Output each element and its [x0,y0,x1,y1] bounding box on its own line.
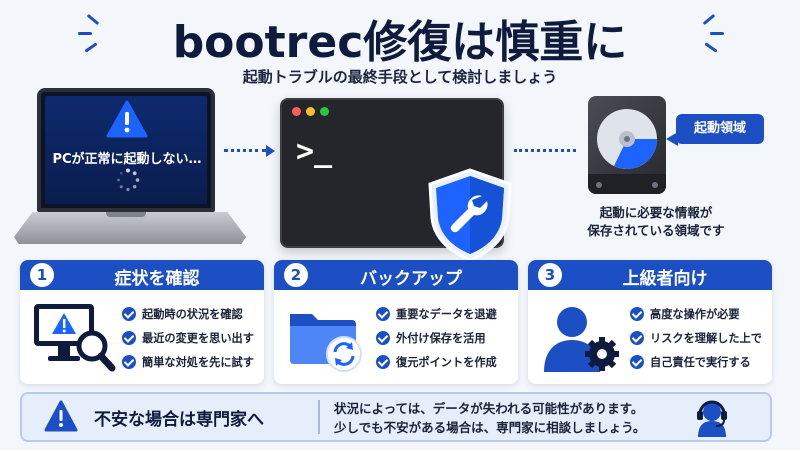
card-checklist: 重要なデータを退避 外付け保存を活用 復元ポイントを作成 [376,302,512,374]
page-subtitle: 起動トラブルの最終手段として検討しましょう [242,68,558,86]
spinner-icon [117,168,140,192]
list-item: 最近の変更を思い出す [122,326,258,350]
disk-caption: 起動に必要な情報が 保存されている領域です [556,204,756,240]
maximize-dot [320,107,329,116]
banner-text-line: 少しでも不安がある場合は、専門家に相談しましょう。 [334,420,646,435]
disk-caption-line: 起動に必要な情報が [599,205,713,220]
card-header: 2 バックアップ [274,260,518,290]
close-dot [292,107,301,116]
banner-text-line: 状況によっては、データが失われる可能性があります。 [334,401,644,416]
banner-title: 不安な場合は専門家へ [94,410,264,430]
check-icon [376,331,390,345]
flow-arrow-head [266,145,275,157]
list-item: 自己責任で実行する [630,350,766,374]
folder-sync-icon [290,314,362,372]
card-backup: 2 バックアップ 重要なデータを退避 外付け保存を活用 復元ポイントを作成 [274,260,518,384]
list-item-label: 簡単な対処を先に試す [142,356,254,369]
spark-decoration [78,32,92,35]
list-item-label: リスクを理解した上で [650,332,762,345]
spark-decoration [710,32,724,35]
check-icon [122,331,136,345]
check-icon [376,355,390,369]
minimize-dot [306,107,315,116]
boot-area-callout: 起動領域 [676,114,764,144]
card-header: 3 上級者向け [528,260,772,290]
warning-icon [106,100,148,138]
check-icon [122,355,136,369]
card-checklist: 起動時の状況を確認 最近の変更を思い出す 簡単な対処を先に試す [122,302,258,374]
terminal-prompt: >_ [296,134,333,169]
advice-banner [20,392,772,442]
page-title: bootrec修復は慎重に [172,17,628,68]
laptop-message: PCが正常に起動しない… [52,152,202,167]
check-icon [630,331,644,345]
laptop-notch [106,212,146,217]
list-item: リスクを理解した上で [630,326,766,350]
headset-icon [697,400,727,437]
card-number: 2 [284,263,308,287]
list-item-label: 自己責任で実行する [650,356,751,369]
shield-wrench-icon [428,168,512,262]
list-item: 簡単な対処を先に試す [122,350,258,374]
list-item: 復元ポイントを作成 [376,350,512,374]
card-title: 上級者向け [622,269,708,289]
list-item: 高度な操作が必要 [630,302,766,326]
check-icon [630,307,644,321]
card-checklist: 高度な操作が必要 リスクを理解した上で 自己責任で実行する [630,302,766,374]
list-item-label: 最近の変更を思い出す [142,332,254,345]
terminal-titlebar [282,100,502,122]
card-check-symptoms: 1 症状を確認 起動時の状況を確認 最近の変更を思い出す 簡単な対処を先に試す [20,260,264,384]
check-icon [376,307,390,321]
list-item: 外付け保存を活用 [376,326,512,350]
flow-arrow-line [224,149,266,152]
callout-tail [666,132,678,146]
card-header: 1 症状を確認 [20,260,264,290]
flow-arrow-line [514,149,576,152]
list-item-label: 高度な操作が必要 [650,308,740,321]
card-number: 3 [538,263,562,287]
check-icon [630,355,644,369]
card-advanced-users: 3 上級者向け 高度な操作が必要 リスクを理解した上で 自己責任で実行する [528,260,772,384]
list-item-label: 重要なデータを退避 [396,308,497,321]
laptop-base [14,212,246,244]
card-title: 症状を確認 [114,269,200,289]
list-item: 起動時の状況を確認 [122,302,258,326]
user-gear-icon [544,307,619,372]
list-item: 重要なデータを退避 [376,302,512,326]
disk-caption-line: 保存されている領域です [587,223,725,238]
banner-text: 状況によっては、データが失われる可能性があります。 少しでも不安がある場合は、専… [334,399,645,437]
list-item-label: 外付け保存を活用 [396,332,486,345]
card-title: バックアップ [360,269,462,289]
hard-drive-icon [588,96,666,194]
banner-divider [318,400,320,434]
list-item-label: 復元ポイントを作成 [396,356,497,369]
card-number: 1 [30,263,54,287]
check-icon [122,307,136,321]
warning-icon [44,400,78,432]
monitor-magnifier-icon [34,304,116,372]
list-item-label: 起動時の状況を確認 [142,308,243,321]
